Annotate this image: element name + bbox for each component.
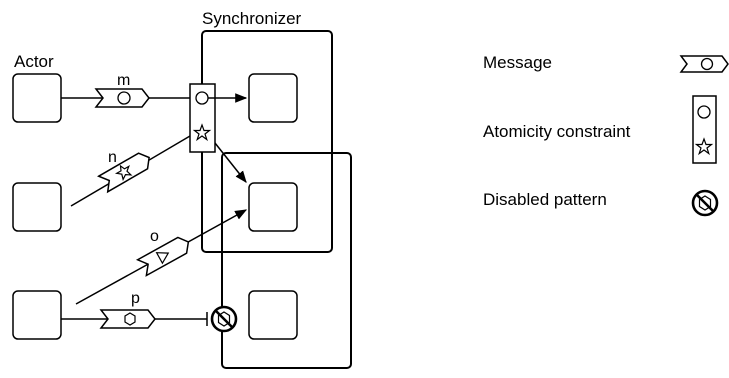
legend-atomicity-icon xyxy=(692,95,717,164)
message-o-token xyxy=(135,236,190,277)
legend-disabled-label: Disabled pattern xyxy=(483,190,607,209)
actor-box-sync-1 xyxy=(248,73,298,123)
message-n-token xyxy=(97,152,150,194)
actor-box-sync-3 xyxy=(248,290,298,340)
message-p-token xyxy=(99,309,156,329)
actor-box-1 xyxy=(12,73,62,123)
synchronizer-label: Synchronizer xyxy=(202,9,302,28)
actor-box-sync-2 xyxy=(248,182,298,232)
legend-atomicity-label: Atomicity constraint xyxy=(483,122,631,141)
disabled-pattern-icon xyxy=(210,305,238,333)
message-p-label: p xyxy=(131,290,140,307)
atomicity-constraint-box xyxy=(189,83,216,153)
message-o-label: o xyxy=(150,228,159,245)
message-m-token xyxy=(94,88,150,108)
message-n-label: n xyxy=(108,149,117,166)
actor-label: Actor xyxy=(14,52,54,71)
synchronizer-box-bottom xyxy=(221,152,352,369)
arrow-to-sync-2 xyxy=(214,142,247,183)
atomicity-star-icon xyxy=(192,123,212,142)
message-m-label: m xyxy=(117,72,130,89)
legend-message-icon xyxy=(679,55,729,73)
actor-box-2 xyxy=(12,182,62,232)
legend-message-label: Message xyxy=(483,53,552,72)
actor-box-3 xyxy=(12,290,62,340)
legend-disabled-icon xyxy=(691,189,719,217)
atomicity-circle-icon xyxy=(195,91,209,105)
